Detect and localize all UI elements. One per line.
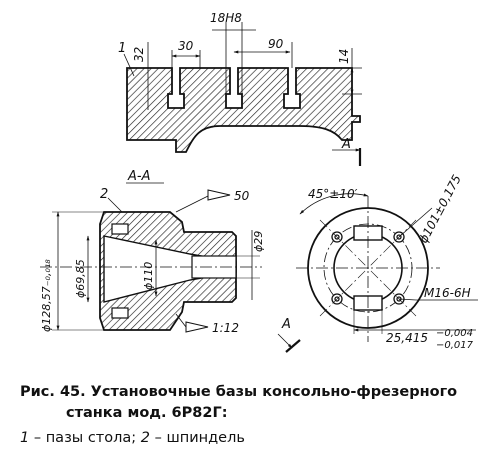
legend-text-2: – шпиндель xyxy=(150,430,245,446)
section-marker-a: A xyxy=(341,137,351,152)
dim-angle: 45°±10′ xyxy=(308,187,358,201)
legend-num-2: 2 xyxy=(140,430,151,446)
dim-18h8: 18H8 xyxy=(210,11,242,25)
legend-text-1: – пазы стола; xyxy=(29,430,141,446)
taper-1-12: 1:12 xyxy=(212,321,239,335)
table-slot-section: 32 1 30 18H8 90 14 A xyxy=(118,11,362,166)
dim-bolt-circle: ϕ101±0,175 xyxy=(416,172,464,245)
dim-slot-tol-lower: −0,017 xyxy=(436,340,474,351)
view-marker-a: А xyxy=(281,317,291,332)
spindle-section: А-А 2 ϕ128,57₋₀,₀₁₈ ϕ69,85 ϕ110 ϕ29 50 xyxy=(40,169,301,353)
figure-caption: Рис. 45. Установочные базы консольно-фре… xyxy=(20,382,490,449)
dim-30: 30 xyxy=(178,39,194,53)
section-title: А-А xyxy=(127,169,150,184)
dim-14: 14 xyxy=(337,49,351,64)
callout-2: 2 xyxy=(100,187,108,202)
callout-1: 1 xyxy=(118,41,126,56)
dim-dia-69: ϕ69,85 xyxy=(74,259,87,298)
dim-32: 32 xyxy=(132,47,146,62)
dim-90: 90 xyxy=(268,37,284,51)
dim-dia-110: ϕ110 xyxy=(142,262,155,290)
dim-slot-width: 25,415 xyxy=(386,331,428,345)
spindle-end-view: 45°±10′ ϕ101±0,175 M16-6H 25,415 −0,004 … xyxy=(296,172,478,351)
dim-outer-dia: ϕ128,57₋₀,₀₁₈ xyxy=(40,259,53,332)
caption-line-2: станка мод. 6Р82Г: xyxy=(66,405,228,421)
technical-drawing: 32 1 30 18H8 90 14 A А-А 2 xyxy=(40,11,478,353)
roughness-triangle-icon xyxy=(207,189,231,201)
legend-num-1: 1 xyxy=(20,430,30,446)
dim-slot-tol-upper: −0,004 xyxy=(436,328,473,339)
roughness-50: 50 xyxy=(234,189,250,203)
dim-dia-29: ϕ29 xyxy=(252,231,265,252)
table-profile xyxy=(126,67,361,153)
caption-line-1: Рис. 45. Установочные базы консольно-фре… xyxy=(20,384,458,400)
taper-triangle-icon xyxy=(185,321,209,333)
dim-thread: M16-6H xyxy=(424,286,471,300)
caption-legend: 1 – пазы стола; 2 – шпиндель xyxy=(20,427,490,449)
